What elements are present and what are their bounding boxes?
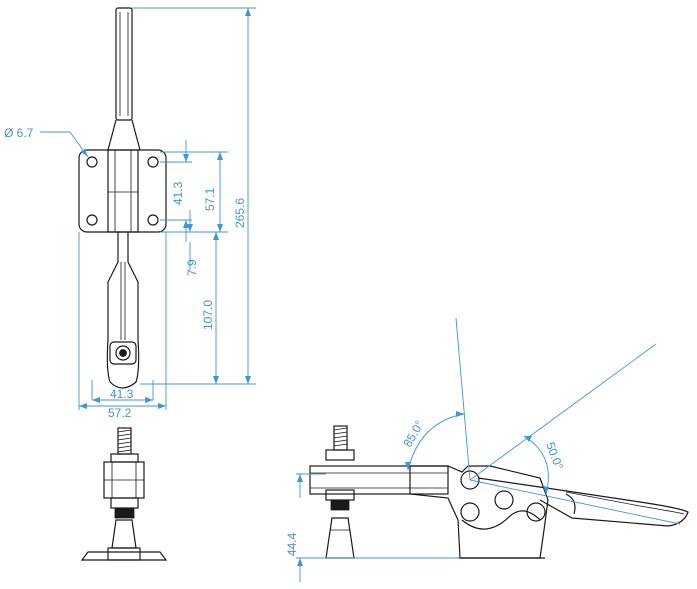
side-height-label: 44.4 xyxy=(285,532,299,556)
hole-diameter-label: Ø 6.7 xyxy=(4,126,34,140)
width-41-3-label: 41.3 xyxy=(110,387,134,401)
handle-angle-label: 85.0° xyxy=(400,418,426,450)
width-57-2-label: 57.2 xyxy=(108,406,132,420)
hole-spacing-57-label: 57.1 xyxy=(203,187,217,211)
top-view xyxy=(78,7,167,389)
opening-angle-label: 50.0° xyxy=(543,440,566,471)
hole-spacing-41-label: 41.3 xyxy=(171,181,185,205)
base-to-spindle-label: 107.0 xyxy=(201,300,215,330)
dimension-lines xyxy=(40,7,681,582)
side-view xyxy=(309,425,689,559)
dimension-labels: Ø 6.7 265.6 57.1 41.3 7.9 107.0 41.3 57.… xyxy=(4,126,566,556)
front-view xyxy=(80,427,168,561)
offset-7-9-label: 7.9 xyxy=(185,259,199,276)
overall-length-label: 265.6 xyxy=(233,198,247,228)
